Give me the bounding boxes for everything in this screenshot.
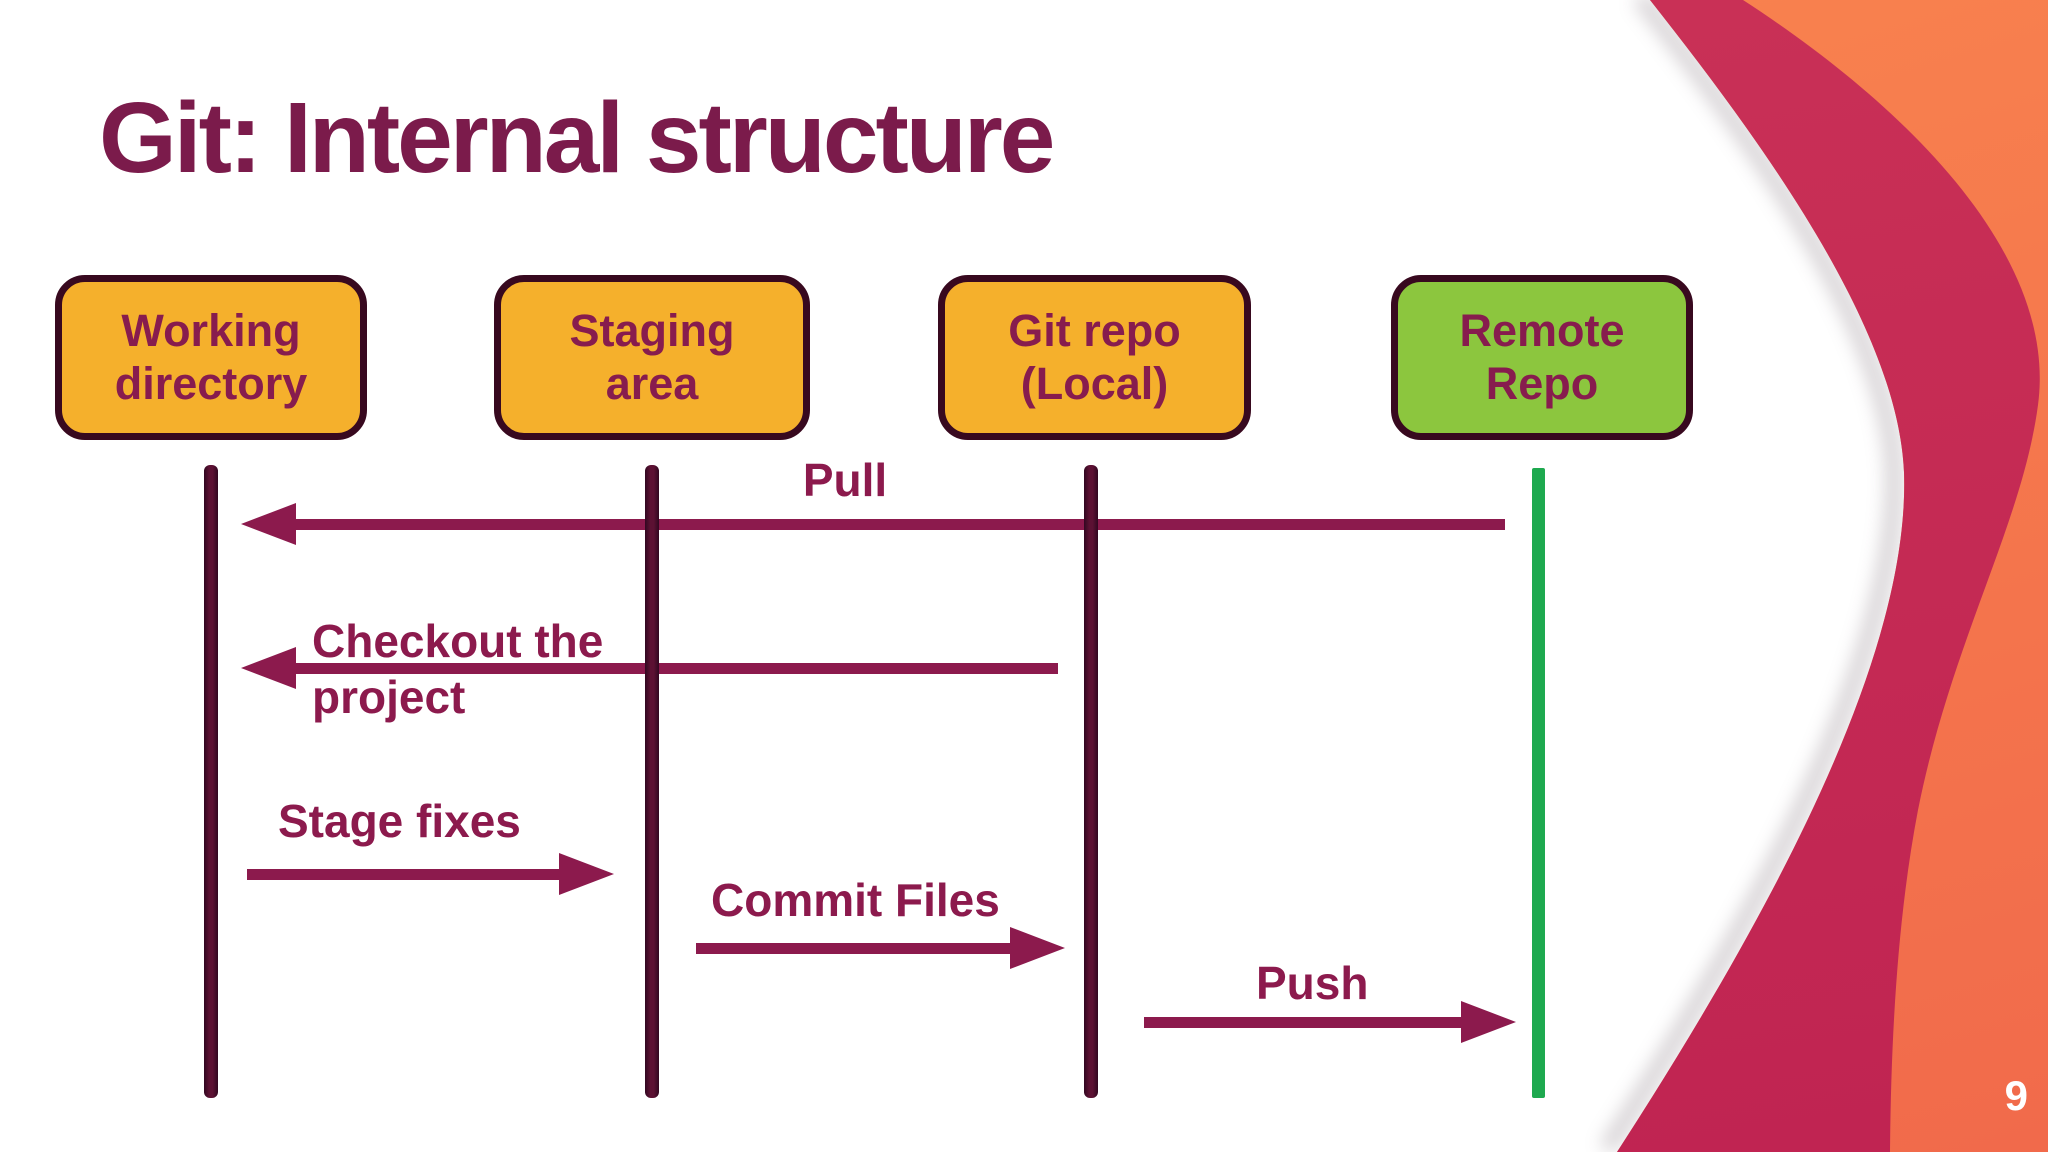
node-git-repo-local-label: Git repo (Local)	[1008, 304, 1181, 409]
swoosh-crimson-layer	[1617, 0, 2040, 1152]
arrow-stage-fixes-line	[247, 869, 559, 880]
arrow-checkout-arrowhead-left-icon	[241, 647, 296, 689]
arrow-stage-fixes-arrowhead-right-icon	[559, 853, 614, 895]
node-git-repo-local: Git repo (Local)	[938, 275, 1251, 440]
node-remote-repo: Remote Repo	[1391, 275, 1693, 440]
arrow-pull-label: Pull	[802, 454, 888, 506]
node-staging-area: Staging area	[494, 275, 810, 440]
arrow-pull-line	[294, 519, 1505, 530]
arrow-stage-fixes-label: Stage fixes	[278, 795, 521, 847]
arrow-commit-files-arrowhead-right-icon	[1010, 927, 1065, 969]
arrow-push-line	[1144, 1017, 1461, 1028]
arrow-push-arrowhead-right-icon	[1461, 1001, 1516, 1043]
swoosh-orange-layer	[1617, 0, 2048, 1152]
node-working-directory-label: Working directory	[114, 304, 308, 409]
node-remote-repo-label: Remote Repo	[1459, 304, 1625, 409]
arrow-push-label: Push	[1256, 957, 1369, 1009]
arrow-checkout-label: Checkout the project	[312, 615, 604, 724]
arrow-commit-files-label: Commit Files	[711, 874, 1000, 926]
arrow-commit-files-line	[696, 943, 1010, 954]
arrow-pull-arrowhead-left-icon	[241, 503, 296, 545]
lifeline-staging-area	[645, 465, 659, 1098]
lifeline-git-repo-local	[1084, 465, 1098, 1098]
page-title: Git: Internal structure	[99, 82, 1055, 194]
swoosh-shadow	[1600, 0, 1903, 1152]
node-staging-area-label: Staging area	[569, 304, 735, 409]
arrow-checkout-line	[294, 663, 1058, 674]
lifeline-working-directory	[204, 465, 218, 1098]
lifeline-remote-repo	[1532, 468, 1545, 1098]
page-number: 9	[2004, 1072, 2028, 1119]
node-working-directory: Working directory	[55, 275, 367, 440]
